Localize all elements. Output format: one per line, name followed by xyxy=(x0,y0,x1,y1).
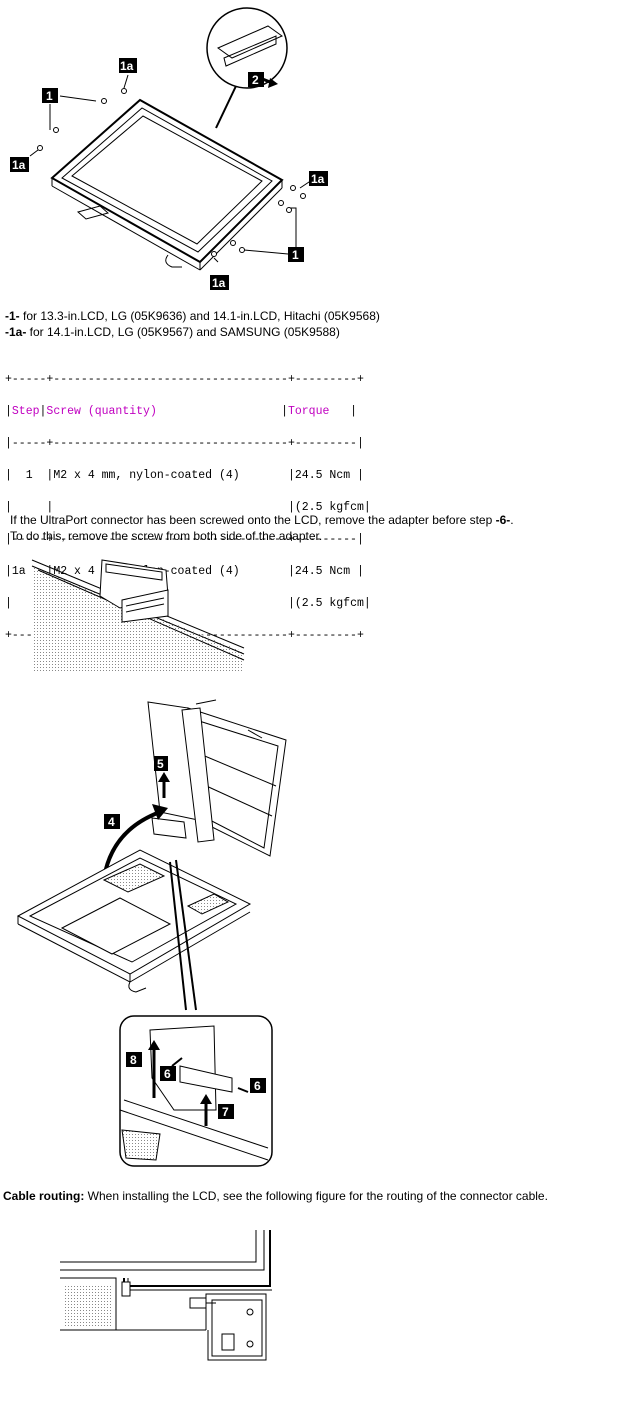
ultraport-adapter-diagram xyxy=(31,559,245,672)
svg-text:1a: 1a xyxy=(311,172,325,186)
cable-routing-note: Cable routing: When installing the LCD, … xyxy=(3,1189,548,1203)
row2-step: 1a xyxy=(11,565,26,578)
callout-box: 1a xyxy=(210,275,229,290)
lcd-removal-diagram: 5 4 8 6 6 7 xyxy=(16,699,287,1167)
svg-text:8: 8 xyxy=(130,1053,137,1067)
legend-item-1a: -1a- for 14.1-in.LCD, LG (05K9567) and S… xyxy=(5,325,340,339)
row2-torque-kgf: (2.5 kgfcm xyxy=(294,597,364,610)
callout-box: 2 xyxy=(248,72,264,87)
svg-text:1: 1 xyxy=(292,248,299,262)
svg-text:2: 2 xyxy=(252,73,259,87)
callout-box: 1a xyxy=(10,157,29,172)
svg-text:5: 5 xyxy=(157,757,164,771)
svg-text:4: 4 xyxy=(108,815,115,829)
ultraport-note-line2: To do this, remove the screw from both s… xyxy=(10,529,323,543)
ultraport-note-line1: If the UltraPort connector has been scre… xyxy=(10,513,514,527)
svg-text:7: 7 xyxy=(222,1105,229,1119)
lcd-frame-screw-diagram: 1a 1 2 1a 1a 1 1a xyxy=(10,7,328,290)
callout-box: 1 xyxy=(42,88,58,103)
legend-item-1: -1- for 13.3-in.LCD, LG (05K9636) and 14… xyxy=(5,309,380,323)
row1-step: 1 xyxy=(25,469,33,482)
row1-torque-kgf: (2.5 kgfcm xyxy=(294,501,364,514)
svg-text:1a: 1a xyxy=(12,158,26,172)
row1-torque: 24.5 Ncm xyxy=(294,469,351,482)
header-torque: Torque xyxy=(287,405,330,418)
row2-torque: 24.5 Ncm xyxy=(294,565,351,578)
row1-screw: M2 x 4 mm, nylon-coated (4) xyxy=(53,469,240,482)
header-screw: Screw (quantity) xyxy=(46,405,157,418)
svg-text:1a: 1a xyxy=(120,59,134,73)
svg-text:1: 1 xyxy=(46,89,53,103)
callout-box: 1 xyxy=(288,247,304,262)
svg-text:1a: 1a xyxy=(212,276,226,290)
svg-text:6: 6 xyxy=(164,1067,171,1081)
callout-box: 1a xyxy=(309,171,328,186)
callout-box: 1a xyxy=(119,58,137,73)
svg-text:6: 6 xyxy=(254,1079,261,1093)
header-step: Step xyxy=(11,405,40,418)
cable-routing-diagram xyxy=(60,1230,272,1361)
